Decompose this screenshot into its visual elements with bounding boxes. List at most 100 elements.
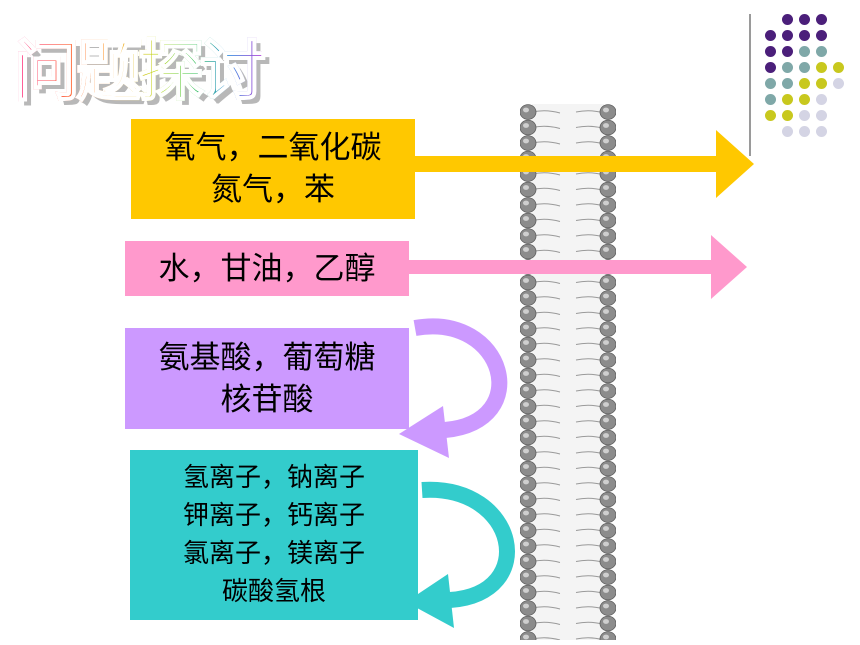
lipid-head-highlight — [603, 572, 609, 578]
lipid-head-highlight — [523, 572, 529, 578]
lipid-head-highlight — [603, 293, 609, 299]
lipid-head-highlight — [523, 634, 529, 640]
lipid-head — [520, 212, 537, 229]
lipid-head-highlight — [603, 355, 609, 361]
slide-title: 问题探讨 问题探讨 — [13, 18, 314, 115]
decorative-dot — [782, 94, 793, 105]
lipid-head — [599, 104, 616, 120]
lipid-head — [599, 522, 616, 539]
decorative-dot — [782, 110, 793, 121]
lipid-head-highlight — [523, 247, 529, 252]
lipid-head-highlight — [523, 355, 529, 361]
lipid-head — [599, 507, 616, 523]
lipid-head-highlight — [523, 588, 529, 593]
decorative-dot — [782, 62, 793, 73]
decorative-dot — [833, 78, 844, 89]
lipid-head-highlight — [523, 231, 529, 237]
decorative-dot — [816, 78, 827, 89]
lipid-head-highlight — [603, 371, 609, 376]
decorative-dot — [799, 126, 810, 137]
lipid-head-highlight — [603, 603, 609, 609]
lipid-head — [599, 414, 616, 430]
decorative-dot — [765, 30, 776, 41]
decorative-dot — [799, 30, 810, 41]
lipid-head-highlight — [603, 200, 609, 206]
decorative-dot — [816, 126, 827, 137]
decorative-dot — [782, 46, 793, 57]
lipid-head-highlight — [523, 340, 529, 345]
lipid-head-highlight — [603, 634, 609, 640]
lipid-head-highlight — [603, 107, 609, 113]
lipid-head-highlight — [523, 541, 529, 547]
lipid-head-highlight — [603, 278, 609, 283]
decorative-dot — [782, 78, 793, 89]
lipid-head-highlight — [523, 526, 529, 531]
decorative-dot — [799, 110, 810, 121]
ions-line-3: 氯离子，镁离子 — [182, 539, 365, 569]
slide-title-text: 问题探讨 — [13, 18, 267, 114]
lipid-head-highlight — [603, 464, 609, 469]
lipid-head-highlight — [603, 588, 609, 593]
decorative-dot — [782, 126, 793, 137]
ions-blocked-return-arrow — [406, 481, 515, 628]
lipid-head-highlight — [523, 138, 529, 144]
lipid-head-highlight — [523, 402, 529, 407]
decorative-dot — [799, 46, 810, 57]
lipid-head-highlight — [523, 324, 529, 330]
organic-molecules-line-2: 核苷酸 — [220, 381, 314, 418]
lipid-head-highlight — [523, 371, 529, 376]
lipid-head — [520, 460, 537, 477]
lipid-head — [599, 584, 616, 601]
lipid-head-highlight — [603, 231, 609, 237]
decorative-dot — [799, 78, 810, 89]
lipid-head — [599, 445, 616, 461]
organic-blocked-return-arrow — [399, 318, 508, 458]
decorative-dot — [816, 62, 827, 73]
lipid-head-highlight — [523, 293, 529, 299]
lipid-head — [599, 491, 616, 508]
lipid-head-highlight — [603, 216, 609, 221]
phospholipid-bilayer — [520, 104, 616, 640]
decorative-dot — [765, 78, 776, 89]
lipid-head-highlight — [523, 309, 529, 314]
decorative-dot — [799, 14, 810, 25]
polar-molecules-box: 水，甘油，乙醇 — [125, 241, 409, 296]
organic-molecules-line-1: 氨基酸，葡萄糖 — [158, 339, 376, 376]
decorative-dot — [799, 94, 810, 105]
polar-pass-through-arrow — [405, 235, 747, 299]
ions-box: 氢离子，钠离子 钾离子，钙离子 氯离子，镁离子 碳酸氢根 — [130, 450, 418, 620]
lipid-head — [599, 367, 616, 384]
decorative-dot — [816, 14, 827, 25]
lipid-head-highlight — [603, 402, 609, 407]
lipid-head-highlight — [523, 200, 529, 206]
decorative-dot — [765, 94, 776, 105]
decorative-dot — [816, 94, 827, 105]
lipid-head-highlight — [603, 185, 609, 190]
lipid-head-highlight — [523, 557, 529, 562]
lipid-head-highlight — [603, 541, 609, 547]
lipid-head-highlight — [603, 340, 609, 345]
lipid-head-highlight — [603, 495, 609, 500]
decorative-dot — [816, 110, 827, 121]
lipid-head-highlight — [603, 324, 609, 330]
lipid-head-highlight — [603, 138, 609, 144]
lipid-head-highlight — [603, 123, 609, 128]
lipid-head-highlight — [523, 123, 529, 128]
decorative-dot — [765, 110, 776, 121]
polar-molecules-line-1: 水，甘油，乙醇 — [158, 250, 376, 287]
gas-molecules-line-2: 氮气，苯 — [211, 172, 335, 208]
lipid-head — [599, 321, 616, 337]
lipid-head-highlight — [523, 479, 529, 485]
lipid-head-highlight — [603, 309, 609, 314]
gas-molecules-box: 氧气，二氧化碳 氮气，苯 — [131, 119, 415, 219]
decorative-dot — [833, 62, 844, 73]
lipid-head — [599, 460, 616, 477]
lipid-head — [599, 600, 616, 616]
decorative-dot — [816, 30, 827, 41]
bilayer-tail-region — [532, 104, 604, 640]
lipid-head-highlight — [603, 448, 609, 454]
lipid-head-highlight — [523, 417, 529, 423]
lipid-head-highlight — [603, 557, 609, 562]
lipid-head — [599, 553, 616, 570]
lipid-head-highlight — [523, 107, 529, 113]
